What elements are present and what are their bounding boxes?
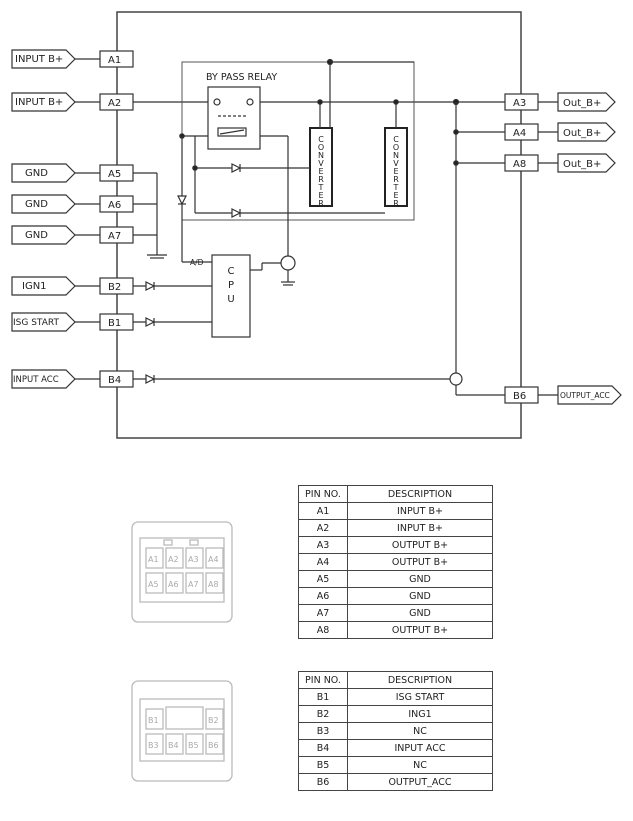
output-label: Out_B+ (563, 98, 601, 109)
pin-no-header: PIN NO. (298, 485, 348, 503)
pin-label: A5 (108, 169, 121, 180)
pin-label: A1 (108, 55, 121, 66)
input-label: GND (25, 168, 48, 179)
input-arrow-gnd-3 (11, 225, 76, 245)
svg-text:B4: B4 (168, 741, 179, 750)
table-header-row: PIN NO. DESCRIPTION (298, 485, 493, 503)
converter-label: CONVERTER (317, 135, 326, 207)
input-label: INPUT B+ (15, 97, 63, 108)
description-header: DESCRIPTION (347, 485, 493, 503)
connector-a-drawing: A1 A2 A3 A4 A5 A6 A7 A8 (131, 521, 233, 623)
svg-text:A7: A7 (188, 580, 199, 589)
input-label: GND (25, 199, 48, 210)
input-label: GND (25, 230, 48, 241)
output-arrow-b6 (557, 385, 622, 405)
pin-label: B2 (108, 282, 121, 293)
output-label: OUTPUT_ACC (560, 391, 610, 400)
pin-label: A4 (513, 128, 526, 139)
pin-box-a1 (99, 50, 134, 68)
description-header: DESCRIPTION (347, 671, 493, 689)
svg-text:A1: A1 (148, 555, 159, 564)
input-label: INPUT B+ (15, 54, 63, 65)
input-arrow-gnd-1 (11, 163, 76, 183)
svg-text:A8: A8 (208, 580, 219, 589)
svg-text:A6: A6 (168, 580, 179, 589)
input-arrow-inputb-2 (11, 92, 76, 112)
connector-b-drawing: B1 B2 B3 B4 B5 B6 (131, 680, 233, 782)
input-arrow-inputacc (11, 369, 76, 389)
pin-label: A6 (108, 200, 121, 211)
output-arrow-a4 (557, 122, 616, 142)
input-arrow-gnd-2 (11, 194, 76, 214)
bypass-relay (207, 86, 261, 150)
input-arrow-isgstart (11, 312, 76, 332)
pin-label: B4 (108, 375, 121, 386)
table-header-row: PIN NO. DESCRIPTION (298, 671, 493, 689)
circuit-diagram: INPUT B+ INPUT B+ GND GND GND IGN1 ISG S… (11, 11, 622, 439)
input-arrow-inputb-1 (11, 49, 76, 69)
cpu-block (211, 254, 251, 338)
svg-text:A4: A4 (208, 555, 219, 564)
input-label: IGN1 (22, 281, 47, 292)
ad-label: A/D (190, 258, 204, 267)
pin-label: B1 (108, 318, 121, 329)
cpu-label: CPU (226, 266, 237, 308)
svg-text:A5: A5 (148, 580, 159, 589)
pin-label: A7 (108, 231, 121, 242)
bypass-relay-label: BY PASS RELAY (206, 72, 277, 83)
svg-text:A2: A2 (168, 555, 179, 564)
converter-label: CONVERTER (392, 135, 401, 207)
pin-label: A8 (513, 159, 526, 170)
svg-text:B2: B2 (208, 716, 219, 725)
output-label: Out_B+ (563, 128, 601, 139)
svg-text:B1: B1 (148, 716, 159, 725)
module-outline (116, 11, 522, 439)
pin-label: A2 (108, 98, 121, 109)
svg-text:B6: B6 (208, 741, 219, 750)
input-arrow-ign1 (11, 276, 76, 296)
svg-text:B5: B5 (188, 741, 199, 750)
pin-label: B6 (513, 391, 526, 402)
output-arrow-a8 (557, 153, 616, 173)
svg-text:A3: A3 (188, 555, 199, 564)
output-label: Out_B+ (563, 159, 601, 170)
svg-text:B3: B3 (148, 741, 159, 750)
output-arrow-a3 (557, 92, 616, 112)
pin-no-header: PIN NO. (298, 671, 348, 689)
converter-1 (309, 127, 333, 207)
input-label: ISG START (13, 318, 59, 328)
input-label: INPUT ACC (13, 375, 59, 385)
pin-label: A3 (513, 98, 526, 109)
